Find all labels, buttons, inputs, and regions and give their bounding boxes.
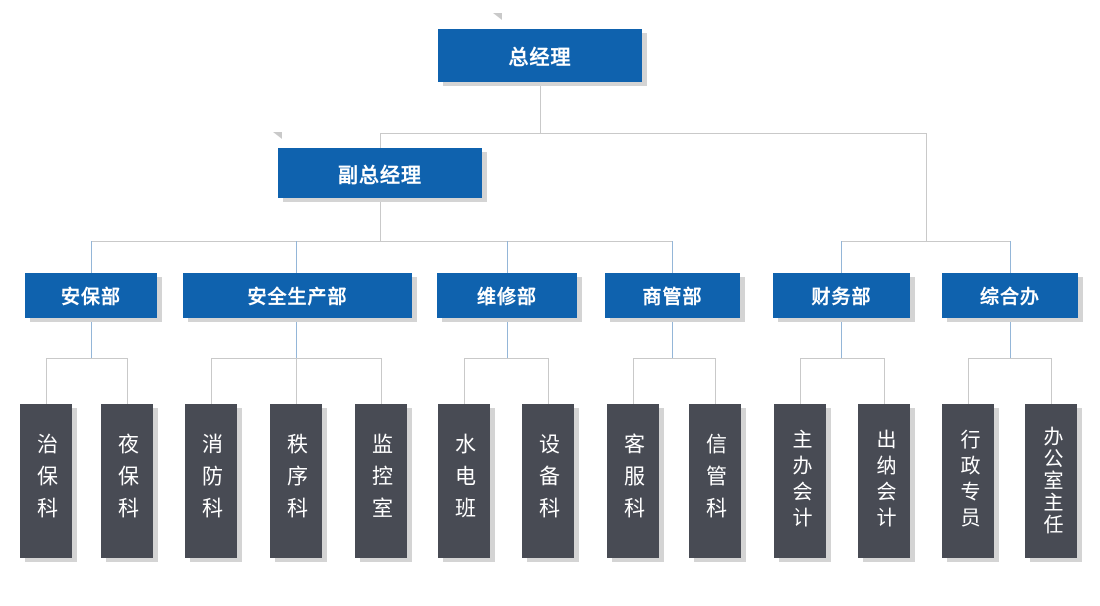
dept-commercial-management[interactable]: 商管部 [605,273,740,318]
connector-line [633,358,634,404]
stray-mark [493,13,502,20]
connector-line [926,133,927,241]
connector-line [380,133,381,148]
section-order[interactable]: 秩序科 [270,404,322,558]
section-public-security[interactable]: 治保科 [20,404,72,558]
node-label: 总经理 [508,47,572,69]
section-monitoring-room[interactable]: 监控室 [355,404,407,558]
connector-line [507,318,508,358]
connector-line [211,358,212,404]
node-label: 监控室 [369,433,393,529]
node-label: 商管部 [642,287,703,308]
connector-line [296,241,297,273]
connector-line [548,358,549,404]
section-chief-accountant[interactable]: 主办会计 [774,404,826,558]
connector-line [91,241,672,242]
connector-line [507,241,508,273]
node-label: 出纳会计 [873,429,895,533]
connector-line [800,358,801,404]
node-label: 客服科 [621,433,645,529]
section-fire-control[interactable]: 消防科 [185,404,237,558]
dept-finance[interactable]: 财务部 [773,273,910,318]
section-admin-specialist[interactable]: 行政专员 [942,404,994,558]
connector-line [1010,318,1011,358]
connector-line [841,241,1010,242]
section-customer-service[interactable]: 客服科 [607,404,659,558]
node-label: 副总经理 [338,164,422,187]
connector-line [841,241,842,273]
node-label: 安全生产部 [247,287,348,308]
connector-line [540,82,541,133]
section-info-management[interactable]: 信管科 [689,404,741,558]
stray-mark [273,132,282,139]
section-night-security[interactable]: 夜保科 [101,404,153,558]
node-label: 信管科 [703,433,727,529]
connector-line [381,358,382,404]
node-label: 安保部 [60,287,121,308]
node-label: 消防科 [199,433,223,529]
node-label: 财务部 [811,287,872,308]
connector-line [464,358,548,359]
connector-line [296,318,297,358]
connector-line [968,358,1051,359]
node-deputy-general-manager[interactable]: 副总经理 [278,148,482,198]
node-label: 水电班 [452,433,476,529]
node-label: 治保科 [34,433,58,529]
dept-general-office[interactable]: 综合办 [942,273,1078,318]
dept-security[interactable]: 安保部 [25,273,157,318]
connector-line [46,358,127,359]
connector-line [380,198,381,241]
connector-line [841,318,842,358]
section-utilities-team[interactable]: 水电班 [438,404,490,558]
connector-line [884,358,885,404]
connector-line [672,318,673,358]
node-label: 维修部 [476,287,537,308]
node-label: 秩序科 [284,433,308,529]
connector-line [968,358,969,404]
dept-maintenance[interactable]: 维修部 [437,273,577,318]
section-cashier-accountant[interactable]: 出纳会计 [858,404,910,558]
section-equipment[interactable]: 设备科 [522,404,574,558]
connector-line [127,358,128,404]
node-label: 综合办 [979,287,1040,308]
connector-line [91,318,92,358]
node-label: 夜保科 [115,433,139,529]
connector-line [91,241,92,273]
connector-line [1010,241,1011,273]
dept-safety-production[interactable]: 安全生产部 [183,273,412,318]
connector-line [46,358,47,404]
section-office-director[interactable]: 办公室主任 [1025,404,1077,558]
connector-line [296,358,297,404]
connector-line [464,358,465,404]
node-general-manager[interactable]: 总经理 [438,29,642,82]
node-label: 主办会计 [789,429,811,533]
connector-line [800,358,884,359]
connector-line [715,358,716,404]
connector-line [380,133,927,134]
node-label: 办公室主任 [1040,426,1062,536]
node-label: 设备科 [536,433,560,529]
connector-line [1051,358,1052,404]
connector-line [672,241,673,273]
node-label: 行政专员 [957,429,979,533]
connector-line [633,358,715,359]
